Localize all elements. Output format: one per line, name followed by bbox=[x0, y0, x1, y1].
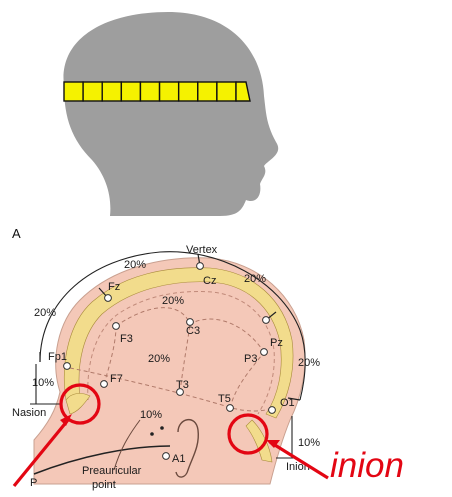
tape-segment bbox=[140, 82, 159, 101]
electrode-pz bbox=[263, 317, 270, 324]
label-p3: P3 bbox=[244, 353, 257, 365]
tape-segment bbox=[198, 82, 217, 101]
electrode-p3 bbox=[261, 349, 268, 356]
label-a1: A1 bbox=[172, 453, 185, 465]
label-c3: C3 bbox=[186, 325, 200, 337]
tape-segment bbox=[217, 82, 236, 101]
measuring-tape bbox=[64, 82, 250, 101]
label-vertex: Vertex bbox=[186, 244, 218, 256]
pct-ear-10: 10% bbox=[140, 409, 162, 421]
electrode-fz bbox=[105, 295, 112, 302]
pct-left-upper: 20% bbox=[34, 307, 56, 319]
pct-nasion-10: 10% bbox=[32, 377, 54, 389]
head-silhouette bbox=[63, 12, 278, 216]
pct-inion-10: 10% bbox=[298, 437, 320, 449]
head-profile-shape bbox=[63, 12, 278, 216]
electrode-a1 bbox=[163, 453, 170, 460]
panel-label: A bbox=[12, 226, 21, 241]
electrode-f7 bbox=[101, 381, 108, 388]
label-cz: Cz bbox=[203, 275, 216, 287]
label-fz: Fz bbox=[108, 281, 120, 293]
eeg-diagram: Vertex Fp1 Fz Cz Pz O1 F3 C3 P3 F7 T3 T5… bbox=[12, 244, 328, 491]
label-t3: T3 bbox=[176, 379, 189, 391]
pct-inner-top: 20% bbox=[162, 295, 184, 307]
tape-segment bbox=[121, 82, 140, 101]
label-t5: T5 bbox=[218, 393, 231, 405]
label-p: P bbox=[30, 477, 37, 489]
label-f7: F7 bbox=[110, 373, 123, 385]
label-pz: Pz bbox=[270, 337, 283, 349]
electrode-cz bbox=[197, 263, 204, 270]
preauricular-dot bbox=[150, 432, 154, 436]
electrode-t5 bbox=[227, 405, 234, 412]
preauricular-dot-2 bbox=[160, 426, 164, 430]
pct-arc-front: 20% bbox=[124, 259, 146, 271]
pct-inner-mid: 20% bbox=[148, 353, 170, 365]
tape-segment bbox=[160, 82, 179, 101]
label-nasion: Nasion bbox=[12, 407, 46, 419]
electrode-fp1 bbox=[64, 363, 71, 370]
tape-segment bbox=[83, 82, 102, 101]
tape-segment bbox=[102, 82, 121, 101]
electrode-o1 bbox=[269, 407, 276, 414]
pct-arc-right: 20% bbox=[298, 357, 320, 369]
label-f3: F3 bbox=[120, 333, 133, 345]
label-fp1: Fp1 bbox=[48, 351, 67, 363]
label-o1: O1 bbox=[280, 397, 295, 409]
pct-right-upper: 20% bbox=[244, 273, 266, 285]
tape-segment bbox=[179, 82, 198, 101]
electrode-f3 bbox=[113, 323, 120, 330]
label-preauricular-2: point bbox=[92, 479, 116, 491]
inion-callout-text: inion bbox=[330, 448, 404, 483]
label-preauricular: Preauricular bbox=[82, 465, 142, 477]
tape-segment bbox=[64, 82, 83, 101]
